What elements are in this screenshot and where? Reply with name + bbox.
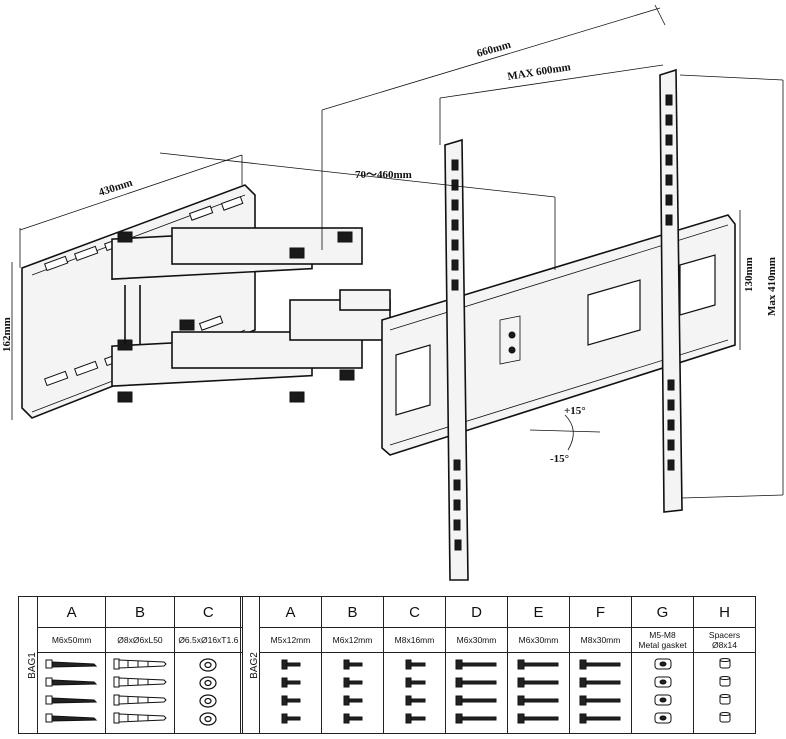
bag1-spec-b: Ø8xØ6xL50 <box>105 627 175 653</box>
bag1-label: BAG1 <box>18 596 38 734</box>
bag2-spec-f: M8x30mm <box>569 627 632 653</box>
screw-icon <box>405 659 425 723</box>
bag1-pic-b <box>105 652 175 734</box>
bag1-spec-c: Ø6.5xØ16xT1.6 <box>173 627 244 653</box>
bag1-spec-a: M6x50mm <box>36 627 107 653</box>
long-screw-icon <box>579 659 620 723</box>
dim-130: 130mm <box>743 257 755 292</box>
wall-anchor-icon <box>113 658 167 723</box>
bag2-letter-f: F <box>569 596 632 628</box>
bag2-letter-a: A <box>259 596 322 628</box>
long-screw-icon <box>517 659 558 723</box>
bag2-spec-g-line1: M5-M8 <box>649 630 676 640</box>
bag2-pic-f <box>569 652 632 734</box>
dim-162: 162mm <box>1 317 13 352</box>
dim-70-460: 70～460mm <box>355 169 412 181</box>
dimension-lines <box>11 4 784 499</box>
bag2-label: BAG2 <box>240 596 260 734</box>
bag1-letter-b: B <box>105 596 175 628</box>
tilt-down-label: -15° <box>550 453 569 465</box>
washer-icon <box>199 657 217 726</box>
bag2-pic-c <box>383 652 446 734</box>
bag2-spec-h-line1: Spacers <box>708 630 741 640</box>
screw-icon <box>281 659 300 723</box>
bag1-letter-c: C <box>173 596 244 628</box>
bag2-pic-g <box>631 652 694 734</box>
bag2-letter-e: E <box>507 596 570 628</box>
swing-arms <box>111 227 391 403</box>
bag2-spec-d: M6x30mm <box>445 627 508 653</box>
bag1-letter-a: A <box>36 596 107 628</box>
bag2-spec-a: M5x12mm <box>259 627 322 653</box>
bag2-pic-a <box>259 652 322 734</box>
bag2-letter-h: H <box>693 596 756 628</box>
bag2-letter-c: C <box>383 596 446 628</box>
bag1-pic-c <box>173 652 244 734</box>
lag-bolt-icon <box>45 659 97 722</box>
bag2-letter-d: D <box>445 596 508 628</box>
bag2-pic-e <box>507 652 570 734</box>
bag2-pic-b <box>321 652 384 734</box>
bag1-pic-a <box>36 652 107 734</box>
long-screw-icon <box>455 659 496 723</box>
bag1-table: BAG1 A B C M6x50mm Ø8xØ6xL50 Ø6.5xØ16xT1… <box>18 596 244 734</box>
tv-rail-left <box>444 138 469 581</box>
dim-660: 660mm <box>476 39 513 60</box>
tv-plate <box>381 214 736 456</box>
bag2-spec-g-line2: Metal gasket <box>638 640 687 650</box>
bag2-letter-b: B <box>321 596 384 628</box>
bag2-spec-c: M8x16mm <box>383 627 446 653</box>
bag2-table: BAG2 A B C D E F G H M5x12mm M6x12mm M8x… <box>240 596 756 734</box>
screw-icon <box>343 659 362 723</box>
bag2-pic-h <box>693 652 756 734</box>
bag2-letter-g: G <box>631 596 694 628</box>
bag2-spec-h-line2: Ø8x14 <box>711 640 738 650</box>
bag2-pic-d <box>445 652 508 734</box>
tv-rail-right <box>659 68 683 513</box>
bag2-spec-e: M6x30mm <box>507 627 570 653</box>
tv-mount-diagram: 660mm MAX 600mm 430mm 70～460mm 162mm 130… <box>1 4 784 581</box>
gasket-icon <box>654 658 671 723</box>
tilt-up-label: +15° <box>564 405 586 417</box>
spacer-icon <box>719 657 730 722</box>
dim-max-410: Max 410mm <box>766 257 778 316</box>
dim-430: 430mm <box>97 177 134 199</box>
bag2-spec-b: M6x12mm <box>321 627 384 653</box>
